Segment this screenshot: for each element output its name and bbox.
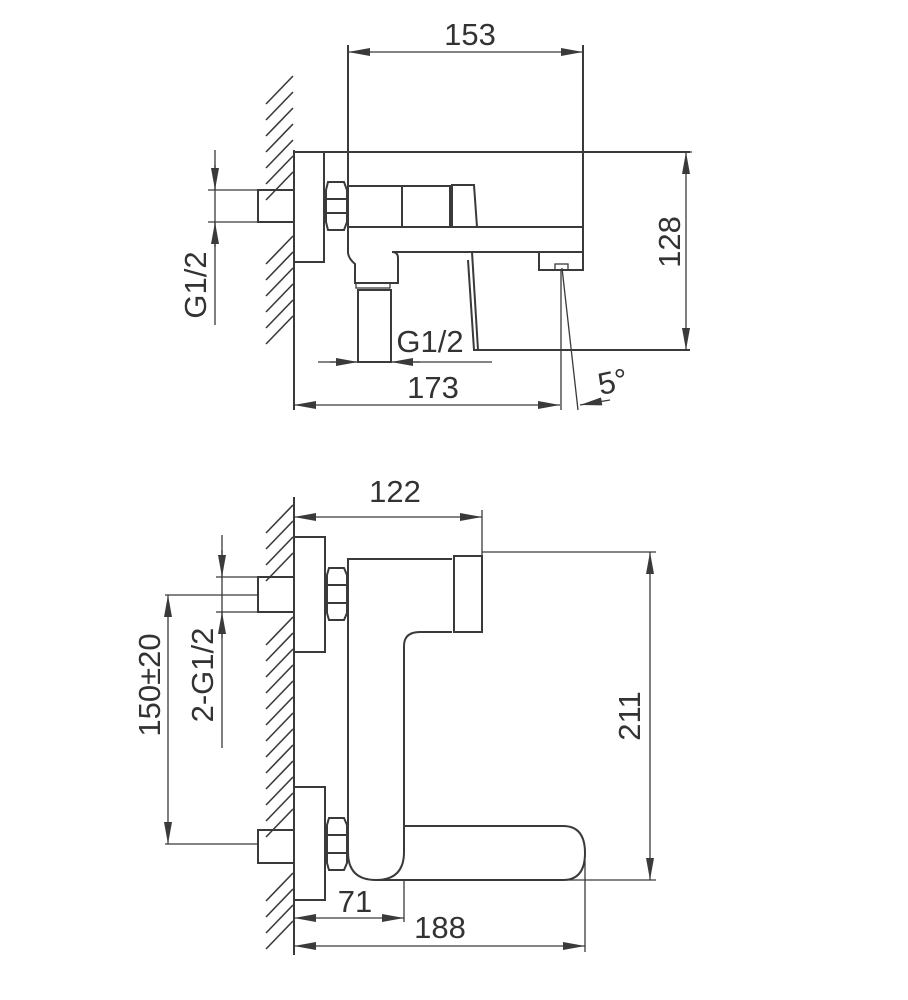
hatch-line xyxy=(265,712,294,742)
bottom-inlet-pipe xyxy=(257,829,295,864)
mixer-body xyxy=(294,45,690,363)
hatch-line xyxy=(265,648,294,678)
hatch-line xyxy=(265,171,294,201)
top-hex-nut xyxy=(326,567,348,621)
hatch-line xyxy=(265,776,294,806)
dimension-211-label: 211 xyxy=(612,691,647,740)
bottom-flange xyxy=(293,786,326,901)
center-distance-label: 150±20 xyxy=(132,633,167,736)
hatch-line xyxy=(265,75,294,105)
spray-angle-line xyxy=(561,267,579,411)
hatch-line xyxy=(265,920,294,950)
mixer-body-outline xyxy=(347,555,587,882)
inlet-pipe xyxy=(257,189,295,223)
hatch-line xyxy=(265,107,294,137)
hatch-line xyxy=(265,664,294,694)
hatch-line xyxy=(265,616,294,646)
dimension-122-label: 122 xyxy=(369,474,421,509)
front-view: 211 122 150±20 2-G1/2 71 188 xyxy=(132,474,656,955)
hatch-line xyxy=(265,251,294,281)
hatch-line xyxy=(265,888,294,918)
hatch-line xyxy=(265,155,294,185)
hatch-line xyxy=(265,760,294,790)
hatch-line xyxy=(265,536,294,566)
hatch-line xyxy=(265,299,294,329)
hatch-line xyxy=(265,235,294,265)
hatch-line xyxy=(265,728,294,758)
hatch-line xyxy=(265,283,294,313)
hatch-line xyxy=(265,139,294,169)
hatch-line xyxy=(265,808,294,838)
hatch-line xyxy=(265,696,294,726)
top-inlet-pipe xyxy=(257,576,295,613)
hatch-line xyxy=(265,744,294,774)
wall-hatching xyxy=(265,504,294,950)
hatch-line xyxy=(265,91,294,121)
dimension-71-label: 71 xyxy=(338,884,372,919)
top-flange xyxy=(293,536,326,653)
hatch-line xyxy=(265,792,294,822)
wall-hatching xyxy=(265,75,294,345)
side-view: 153 128 G1/2 G1/2 173 5° xyxy=(178,17,692,411)
bottom-thread-label: G1/2 xyxy=(396,324,463,359)
hatch-line xyxy=(265,267,294,297)
dimension-173-label: 173 xyxy=(407,370,459,405)
inlet-thread-label: G1/2 xyxy=(178,251,213,318)
dimension-153-label: 153 xyxy=(444,17,496,52)
inlet-threads-label: 2-G1/2 xyxy=(185,628,220,723)
hatch-line xyxy=(265,123,294,153)
bottom-hex-nut xyxy=(326,817,348,871)
hatch-line xyxy=(265,680,294,710)
hatch-line xyxy=(265,520,294,550)
hatch-line xyxy=(265,504,294,534)
angle-label: 5° xyxy=(595,362,631,402)
hatch-line xyxy=(265,872,294,902)
dimension-128-label: 128 xyxy=(652,216,687,268)
hex-nut xyxy=(325,181,348,231)
dimension-188-label: 188 xyxy=(414,910,466,945)
wall-flange xyxy=(293,151,325,263)
hatch-line xyxy=(265,904,294,934)
hatch-line xyxy=(265,632,294,662)
hatch-line xyxy=(265,315,294,345)
